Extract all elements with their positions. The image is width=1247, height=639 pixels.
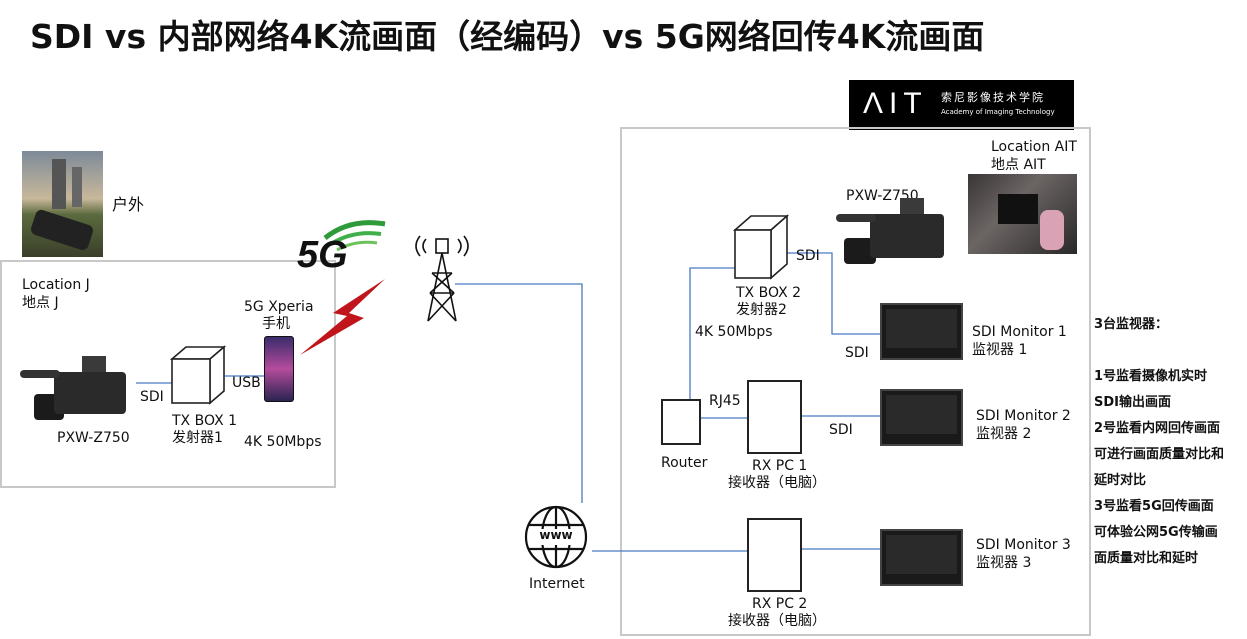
- right-rate-label: 4K 50Mbps: [695, 324, 773, 340]
- note-line: SDI输出画面: [1094, 395, 1171, 410]
- location-ait-en: Location AIT: [991, 139, 1077, 155]
- note-line: 可进行画面质量对比和: [1094, 447, 1225, 462]
- location-ait-region: [620, 127, 1091, 636]
- usb-label: USB: [232, 375, 261, 391]
- txbox2-cube: [732, 214, 790, 280]
- outdoor-photo: [22, 151, 103, 257]
- left-sdi-label: SDI: [140, 389, 164, 405]
- txbox2-cn: 发射器2: [736, 302, 787, 318]
- monitor-2-en: SDI Monitor 2: [976, 408, 1071, 424]
- router-label: Router: [661, 455, 708, 471]
- www-text: www: [539, 528, 573, 542]
- txbox1-en: TX BOX 1: [172, 413, 238, 429]
- monitor-1-en: SDI Monitor 1: [972, 324, 1067, 340]
- outdoor-label: 户外: [112, 195, 145, 214]
- logo-cn: 索尼影像技术学院: [941, 91, 1045, 104]
- rxpc1-cn: 接收器（电脑）: [728, 475, 826, 491]
- wireless-signal-icon: [300, 279, 385, 355]
- fiveg-text: 5G: [297, 234, 348, 276]
- monitor-3-en: SDI Monitor 3: [976, 537, 1071, 553]
- txbox1-cn: 发射器1: [172, 430, 223, 446]
- internet-label: Internet: [529, 576, 585, 592]
- monitor-3-icon: [880, 529, 963, 586]
- phone-en: 5G Xperia: [244, 299, 314, 315]
- monitor-notes: 3台监视器： 1号监看摄像机实时 SDI输出画面 2号监看内网回传画面 可进行画…: [1094, 312, 1224, 572]
- txbox2-en: TX BOX 2: [736, 285, 802, 301]
- router-box: [661, 399, 701, 445]
- studio-photo: [968, 174, 1077, 254]
- logo-en: Academy of Imaging Technology: [941, 108, 1055, 116]
- camera-icon: [20, 350, 132, 422]
- note-line: 可体验公网5G传输画: [1094, 525, 1218, 540]
- rxpc2-cn: 接收器（电脑）: [728, 613, 826, 629]
- txbox1-cube: [169, 345, 227, 405]
- monitor-1-icon: [880, 303, 963, 360]
- sdi-monitor2-link-label: SDI: [829, 422, 853, 438]
- left-camera-label: PXW-Z750: [57, 430, 130, 446]
- location-ait-cn: 地点 AIT: [991, 157, 1046, 173]
- location-j-region: [0, 260, 336, 488]
- rxpc1-en: RX PC 1: [752, 458, 808, 474]
- sdi-monitor1-link-label: SDI: [845, 345, 869, 361]
- note-line: 2号监看内网回传画面: [1094, 421, 1221, 436]
- monitor-2-cn: 监视器 2: [976, 426, 1032, 442]
- cell-tower-icon: [415, 235, 469, 322]
- note-line: 3台监视器：: [1094, 317, 1169, 332]
- note-line: 延时对比: [1094, 473, 1147, 488]
- ait-logo: ΛIT 索尼影像技术学院 Academy of Imaging Technolo…: [849, 80, 1074, 130]
- logo-mark: ΛIT: [863, 87, 928, 120]
- note-line: 面质量对比和延时: [1094, 551, 1199, 566]
- phone-icon: [264, 336, 294, 402]
- monitor-1-cn: 监视器 1: [972, 342, 1028, 358]
- rxpc2-en: RX PC 2: [752, 596, 808, 612]
- internet-globe-icon: [524, 505, 588, 569]
- rxpc1-box: [747, 380, 802, 454]
- note-line: 3号监看5G回传画面: [1094, 499, 1214, 514]
- camera-icon: [836, 192, 948, 268]
- note-line: 1号监看摄像机实时: [1094, 369, 1208, 384]
- right-sdi-top-label: SDI: [796, 248, 820, 264]
- monitor-3-cn: 监视器 3: [976, 555, 1032, 571]
- left-rate-label: 4K 50Mbps: [244, 434, 322, 450]
- rj45-label: RJ45: [709, 393, 741, 409]
- phone-cn: 手机: [262, 316, 290, 332]
- rxpc2-box: [747, 518, 802, 592]
- location-j-en: Location J: [22, 277, 90, 293]
- location-j-cn: 地点 J: [22, 295, 59, 311]
- monitor-2-icon: [880, 389, 963, 446]
- page-title: SDI vs 内部网络4K流画面（经编码）vs 5G网络回传4K流画面: [30, 17, 985, 56]
- note-line: [1094, 338, 1224, 364]
- fiveg-logo: 5G: [295, 216, 390, 276]
